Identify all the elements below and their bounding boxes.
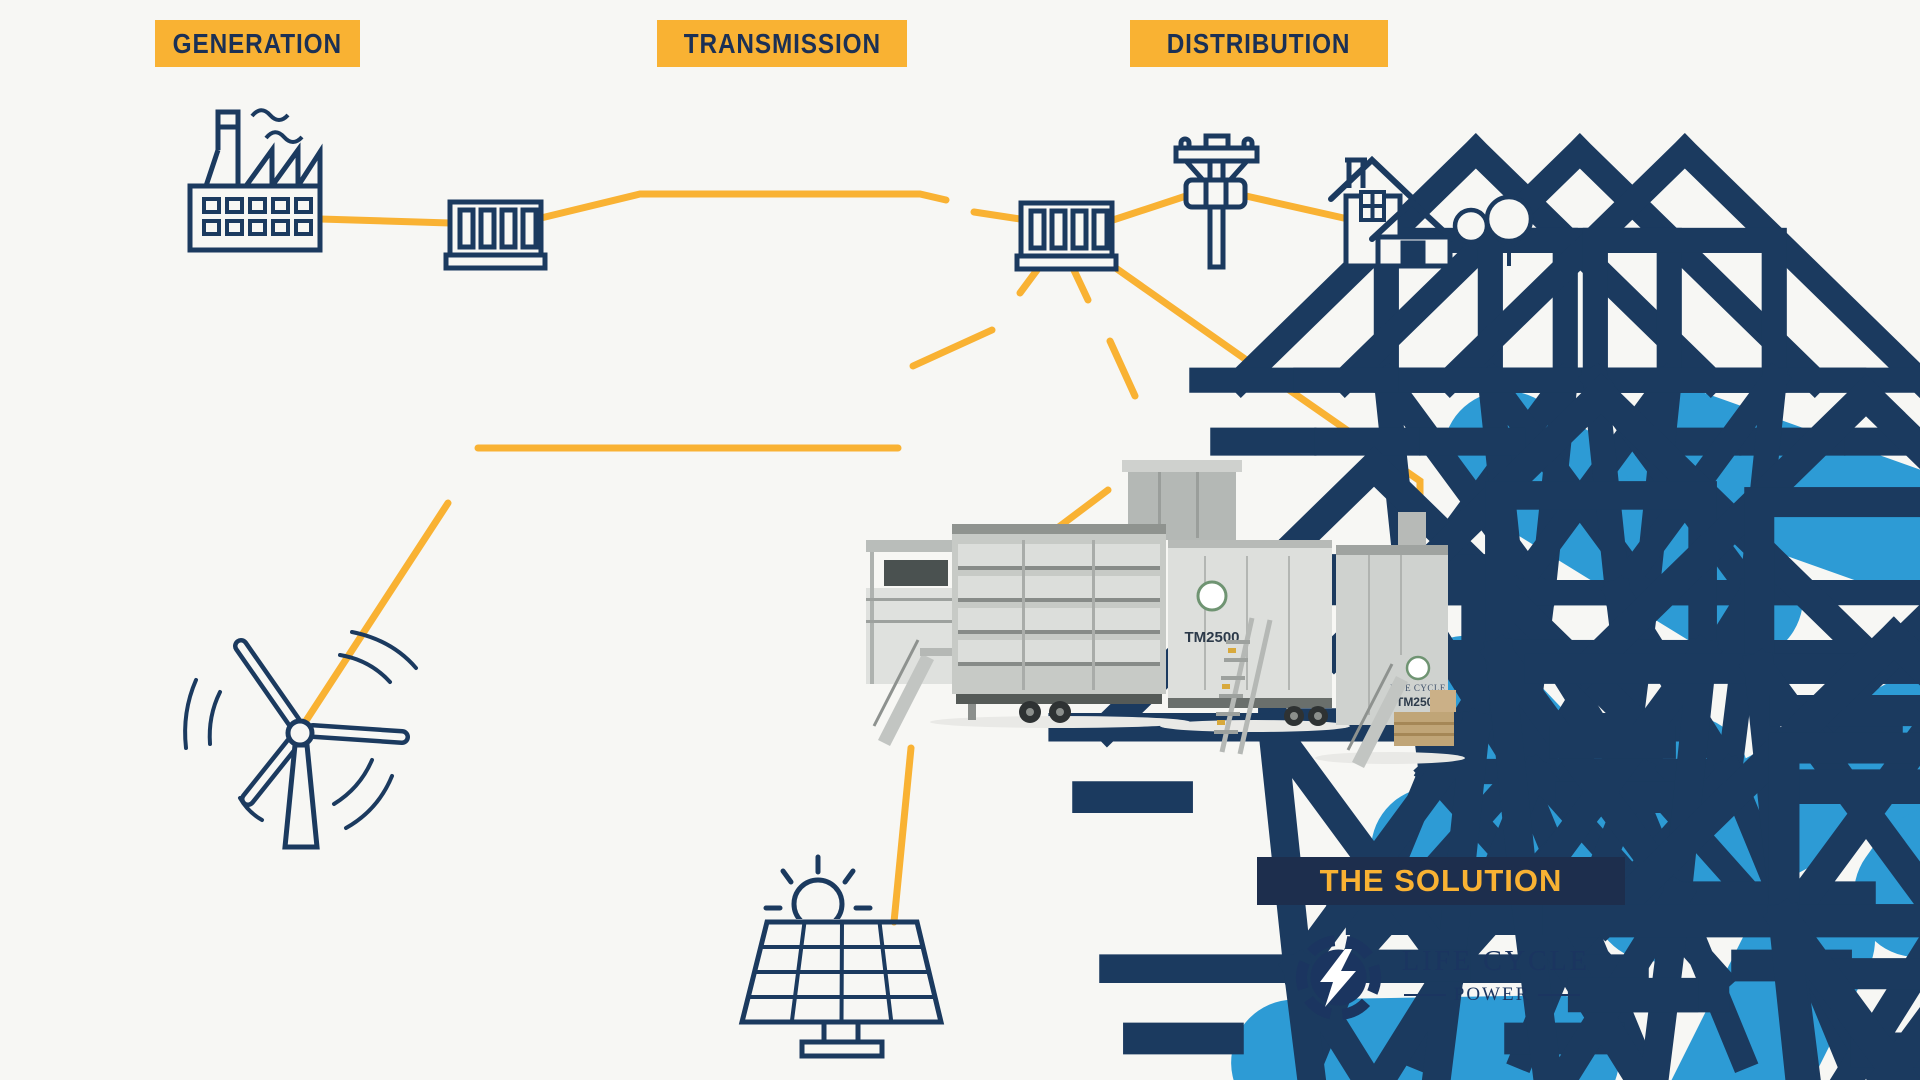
transmission-banner: TRANSMISSION xyxy=(657,20,907,67)
generation-banner: GENERATION xyxy=(155,20,360,67)
sun-icon xyxy=(763,854,873,931)
unit-model-label: TM2500 xyxy=(1396,695,1440,709)
unit-brand-label: LIFE CYCLE xyxy=(1390,683,1446,693)
factory-icon xyxy=(187,108,323,253)
wind-turbine-icon xyxy=(183,630,418,850)
brand-logo: LIFE CYCLE POWER xyxy=(1402,946,1590,1006)
logo-rule-right xyxy=(1538,994,1581,996)
wire-south-solar xyxy=(890,744,915,926)
wire-turbine-tower xyxy=(296,499,452,734)
wire-dist-east-a xyxy=(1068,262,1092,304)
wire-dist-gridright-b xyxy=(909,326,996,370)
transmission-label: TRANSMISSION xyxy=(683,27,881,59)
wire-pole-house xyxy=(1242,192,1352,223)
trees-icon xyxy=(1452,194,1534,266)
solution-label: THE SOLUTION xyxy=(1319,863,1563,898)
wire-plant-substation xyxy=(316,215,454,227)
wire-substation-towers xyxy=(537,190,950,222)
house-icon xyxy=(1328,155,1455,269)
solar-panel-icon xyxy=(738,854,945,1059)
mobile-turbine-photo: TM2500 LIFE CYCLE TM2500 xyxy=(866,460,1465,768)
transformer-box-icon xyxy=(1014,200,1119,272)
distribution-label: DISTRIBUTION xyxy=(1167,27,1351,59)
wire-dist-pole xyxy=(1109,192,1190,224)
lightning-logo-icon xyxy=(1296,935,1381,1020)
wire-dist-east-b xyxy=(1106,337,1139,400)
substation-icon xyxy=(443,199,548,271)
generation-label: GENERATION xyxy=(172,27,343,59)
solution-banner: THE SOLUTION xyxy=(1257,857,1625,905)
wire-fault-distribution xyxy=(970,208,1024,223)
logo-rule-left xyxy=(1403,994,1446,996)
unit-model-label: TM2500 xyxy=(1184,629,1239,646)
distribution-banner: DISTRIBUTION xyxy=(1130,20,1388,67)
brand-subname: POWER xyxy=(1453,984,1531,1005)
brand-name: LIFE CYCLE xyxy=(1402,946,1590,977)
utility-pole-icon xyxy=(1173,133,1260,270)
